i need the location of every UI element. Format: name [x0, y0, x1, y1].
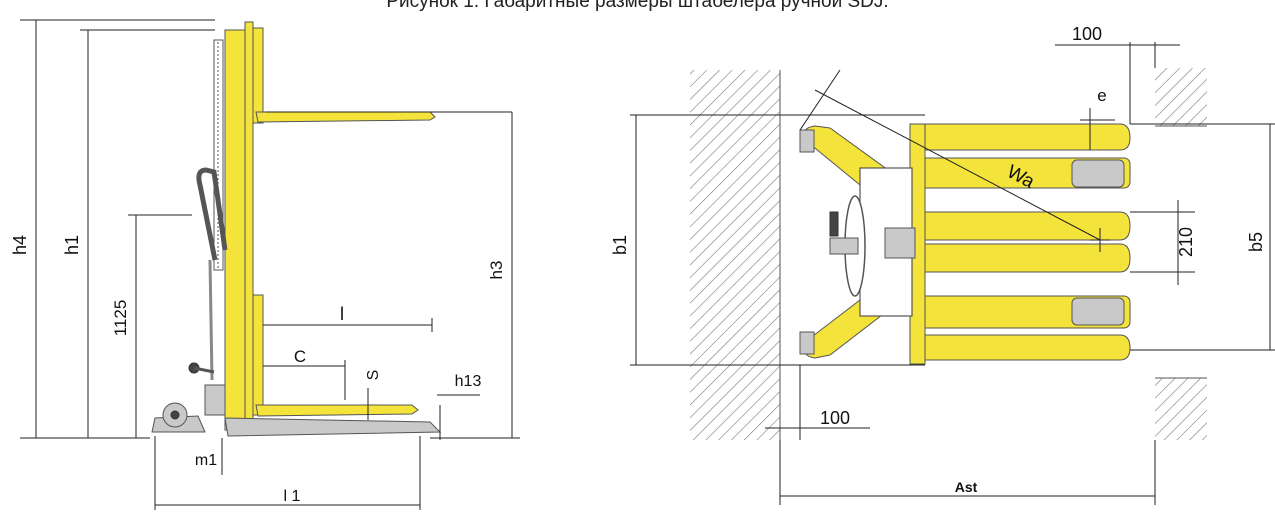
- pump-unit: [884, 227, 916, 259]
- d100-bottom-label: 100: [820, 408, 850, 428]
- upper-fork: [255, 111, 436, 123]
- pedal-lever: [193, 366, 215, 374]
- fork-bottom: [914, 334, 1131, 361]
- rear-wheel-top: [799, 129, 815, 153]
- b5-label: b5: [1246, 232, 1266, 252]
- upper-carriage: [252, 27, 264, 124]
- rear-wheel-hub: [170, 410, 180, 420]
- wall-right-bottom: [1155, 378, 1207, 440]
- wall-left: [690, 70, 780, 440]
- mast-outer: [224, 29, 246, 431]
- b1-label: b1: [610, 235, 630, 255]
- mast-inner: [244, 21, 254, 433]
- l1-label: l 1: [284, 488, 301, 505]
- lower-fork: [255, 404, 419, 417]
- base-leg: [224, 417, 442, 437]
- d1125-label: 1125: [111, 300, 130, 337]
- s-label: S: [365, 370, 382, 381]
- rear-wheel-bottom: [799, 331, 815, 355]
- lower-carriage: [252, 294, 264, 416]
- m1-label: m1: [195, 452, 217, 469]
- ast-label: Ast: [955, 479, 978, 495]
- pump-handle: [196, 167, 228, 261]
- handle-base: [829, 237, 859, 255]
- h4-label: h4: [10, 235, 30, 255]
- fork-top: [914, 123, 1131, 151]
- e-label: e: [1097, 86, 1106, 105]
- pump-rod: [208, 259, 214, 381]
- fork-mid-lower: [914, 243, 1131, 273]
- h1-label: h1: [62, 235, 82, 255]
- fork-mid-upper: [914, 211, 1131, 241]
- wa-line: [814, 89, 1101, 241]
- top-view: 100 e Wa b1 210 b5 100 Ast: [610, 24, 1275, 505]
- pump-body: [204, 384, 226, 416]
- wall-right-top: [1155, 68, 1207, 126]
- front-wheel-bottom: [1071, 297, 1125, 326]
- wa-ext: [799, 69, 841, 131]
- handle-grip: [829, 211, 839, 237]
- side-view: h4 h1 1125 h3 l C S h13 m1 l 1: [10, 19, 520, 510]
- front-wheel-top: [1071, 159, 1125, 188]
- h3-label: h3: [487, 261, 506, 280]
- h13-label: h13: [455, 373, 482, 390]
- d210-label: 210: [1176, 227, 1196, 257]
- d100-top-label: 100: [1072, 24, 1102, 44]
- c-label: C: [294, 347, 306, 366]
- figure-caption: Рисунок 1. Габаритные размеры штабелера …: [386, 0, 889, 12]
- l-label: l: [340, 304, 344, 324]
